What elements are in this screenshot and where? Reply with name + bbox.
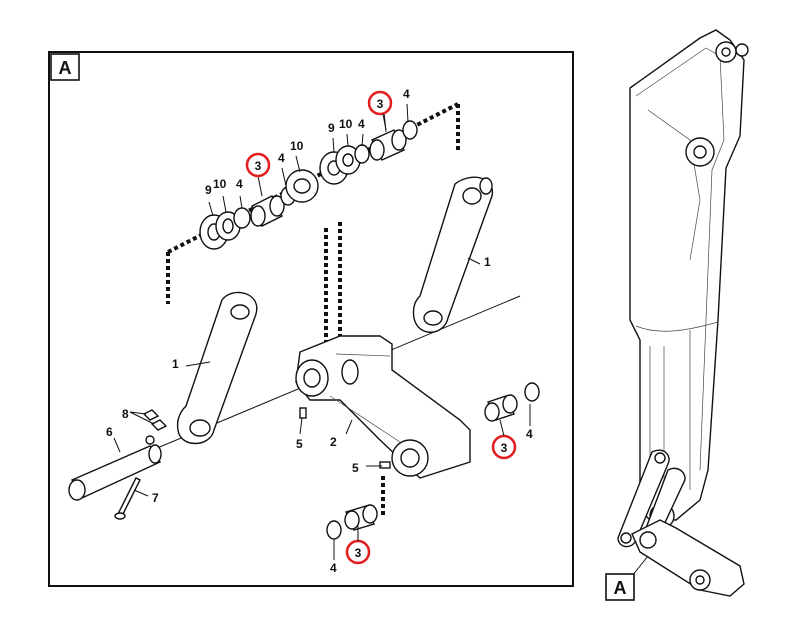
highlight-ring xyxy=(245,152,271,178)
highlight-leaders xyxy=(357,113,505,541)
overview-label: A xyxy=(614,578,627,598)
callout-shim-left: 9 xyxy=(205,183,212,197)
link-left xyxy=(176,291,258,445)
overview-label-box xyxy=(605,573,635,601)
pin xyxy=(68,435,162,501)
highlight-bush-top-left: 3 xyxy=(245,152,271,178)
highlight-ring xyxy=(367,90,393,116)
seal-top-right1 xyxy=(354,144,370,164)
callout-seal-top-left: 4 xyxy=(236,177,243,191)
seal-bottom xyxy=(326,520,342,540)
callout-seal-top-right2: 4 xyxy=(403,87,410,101)
callout-nipple-right: 5 xyxy=(352,461,359,475)
overview-arm xyxy=(617,29,749,597)
nipple-right xyxy=(379,461,391,469)
svg-text:3: 3 xyxy=(355,546,362,560)
callout-washer-mid: 10 xyxy=(290,139,304,153)
svg-text:3: 3 xyxy=(501,441,508,455)
callout-link-left: 1 xyxy=(172,357,179,371)
nipple-left xyxy=(299,407,307,419)
detail-label-box xyxy=(50,53,80,81)
callout-washer-left: 10 xyxy=(213,177,227,191)
callout-nut: 8 xyxy=(122,407,129,421)
link-right xyxy=(412,176,493,333)
callout-bolt: 7 xyxy=(152,491,159,505)
nut xyxy=(142,409,168,431)
highlight-bush-right: 3 xyxy=(491,434,517,460)
svg-text:3: 3 xyxy=(377,97,384,111)
seal-top-right2 xyxy=(402,120,418,140)
bush-right xyxy=(484,394,518,422)
callout-pin: 6 xyxy=(106,425,113,439)
highlight-bush-top-right: 3 xyxy=(367,90,393,116)
callout-shim-right: 9 xyxy=(328,121,335,135)
bush-top-left xyxy=(250,195,285,227)
seal-top-left xyxy=(233,207,251,229)
seal-right xyxy=(524,382,540,402)
callout-nipple-left: 5 xyxy=(296,437,303,451)
highlight-bush-bottom: 3 xyxy=(345,539,371,565)
callout-seal-top-right1: 4 xyxy=(358,117,365,131)
rocker xyxy=(295,335,471,479)
dashed-center-line xyxy=(324,222,342,352)
callout-seal-right: 4 xyxy=(526,427,533,441)
overview-leader xyxy=(631,555,649,577)
callout-seal-top-mid: 4 xyxy=(278,151,285,165)
callout-rocker: 2 xyxy=(330,435,337,449)
svg-text:3: 3 xyxy=(255,159,262,173)
bolt xyxy=(114,477,141,520)
bush-top-right xyxy=(369,129,407,161)
washer-mid xyxy=(285,169,319,203)
detail-frame xyxy=(48,51,574,587)
callout-washer-right: 10 xyxy=(339,117,353,131)
callout-seal-bottom: 4 xyxy=(330,561,337,575)
callout-link-right: 1 xyxy=(484,255,491,269)
bush-bottom xyxy=(344,504,378,531)
detail-label: A xyxy=(59,58,72,78)
